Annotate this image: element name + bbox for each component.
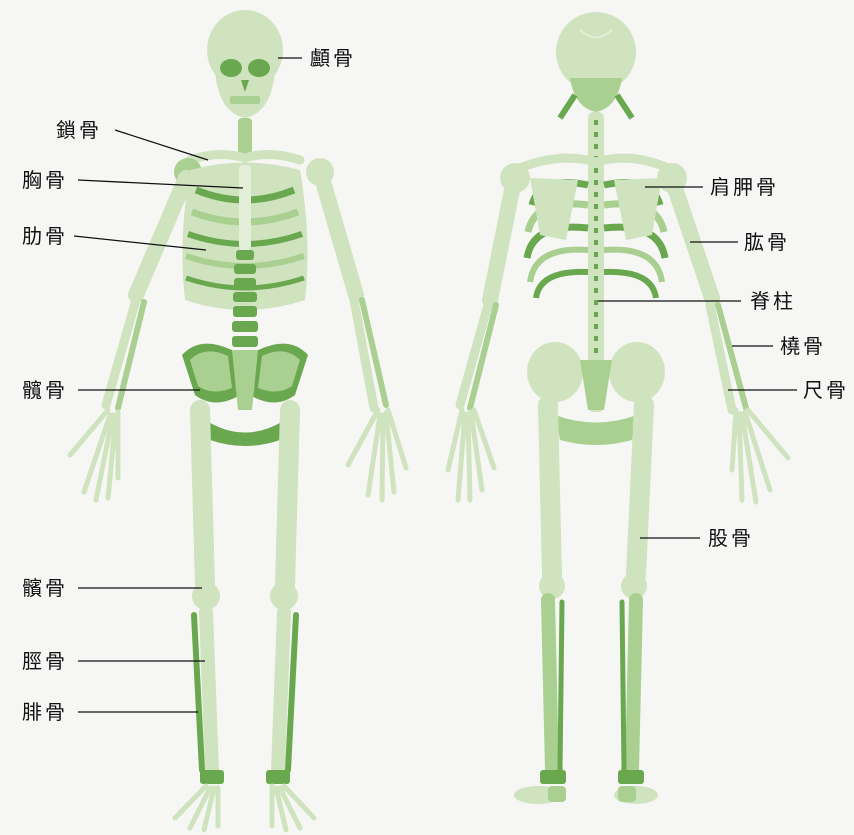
- label-humerus: 肱骨: [744, 232, 790, 252]
- front-skull: [207, 10, 283, 118]
- back-legs: [539, 405, 647, 784]
- back-skull: [556, 12, 636, 118]
- label-clavicle: 鎖骨: [56, 120, 102, 140]
- label-sternum: 胸骨: [22, 170, 68, 190]
- front-feet: [175, 786, 314, 830]
- label-tibia: 脛骨: [22, 651, 68, 671]
- back-scapula-left: [530, 178, 578, 240]
- front-neck: [238, 118, 252, 154]
- label-spine: 脊柱: [750, 291, 796, 311]
- front-hands: [70, 410, 406, 500]
- front-legs: [192, 410, 298, 784]
- label-skull: 顱骨: [310, 48, 356, 68]
- label-hip: 髖骨: [22, 380, 68, 400]
- label-fibula: 腓骨: [22, 702, 68, 722]
- back-skeleton: [448, 12, 788, 804]
- label-radius: 橈骨: [780, 336, 826, 356]
- label-ulna: 尺骨: [803, 380, 849, 400]
- label-femur: 股骨: [708, 528, 754, 548]
- leader-clavicle: [115, 130, 208, 160]
- back-feet: [514, 786, 658, 804]
- leader-lines: [74, 58, 797, 712]
- front-skeleton: [70, 10, 406, 830]
- label-ribs: 肋骨: [22, 226, 68, 246]
- label-scapula: 肩胛骨: [710, 177, 779, 197]
- front-spine: [232, 250, 258, 347]
- label-patella: 髕骨: [22, 578, 68, 598]
